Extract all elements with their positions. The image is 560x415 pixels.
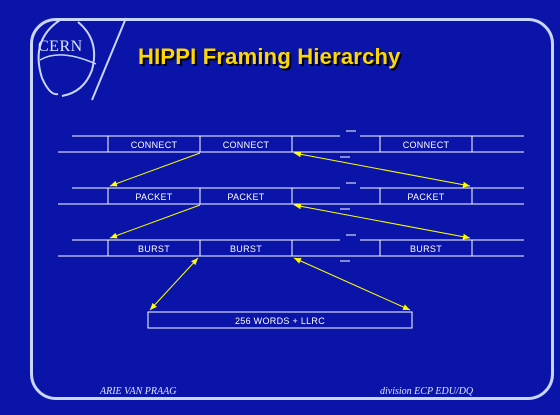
packet-label-1: PACKET [135, 192, 172, 202]
arrow-packet-left [109, 204, 201, 239]
arrow-burst-left [149, 257, 199, 311]
cern-logo-text: CERN [38, 38, 83, 55]
arrow-connect-left [109, 152, 201, 187]
connect-label-2: CONNECT [223, 140, 270, 150]
packet-label-3: PACKET [407, 192, 444, 202]
footer-division: division ECP EDU/DQ [376, 386, 478, 397]
burst-row [58, 234, 524, 262]
packet-row [58, 182, 524, 210]
connect-label-1: CONNECT [131, 140, 178, 150]
burst-label-3: BURST [410, 244, 442, 254]
words-box-label: 256 WORDS + LLRC [235, 316, 325, 326]
packet-label-2: PACKET [227, 192, 264, 202]
burst-label-2: BURST [230, 244, 262, 254]
expansion-arrows [109, 151, 471, 311]
slide-frame [30, 18, 554, 400]
connect-row [58, 130, 524, 158]
burst-label-1: BURST [138, 244, 170, 254]
page-title: HIPPI Framing Hierarchy [138, 44, 401, 69]
arrow-burst-right [293, 257, 411, 311]
footer-author: ARIE VAN PRAAG [96, 386, 181, 397]
arrow-connect-right [293, 151, 471, 188]
arrow-packet-right [293, 203, 471, 240]
words-box [147, 311, 413, 329]
connect-label-3: CONNECT [403, 140, 450, 150]
